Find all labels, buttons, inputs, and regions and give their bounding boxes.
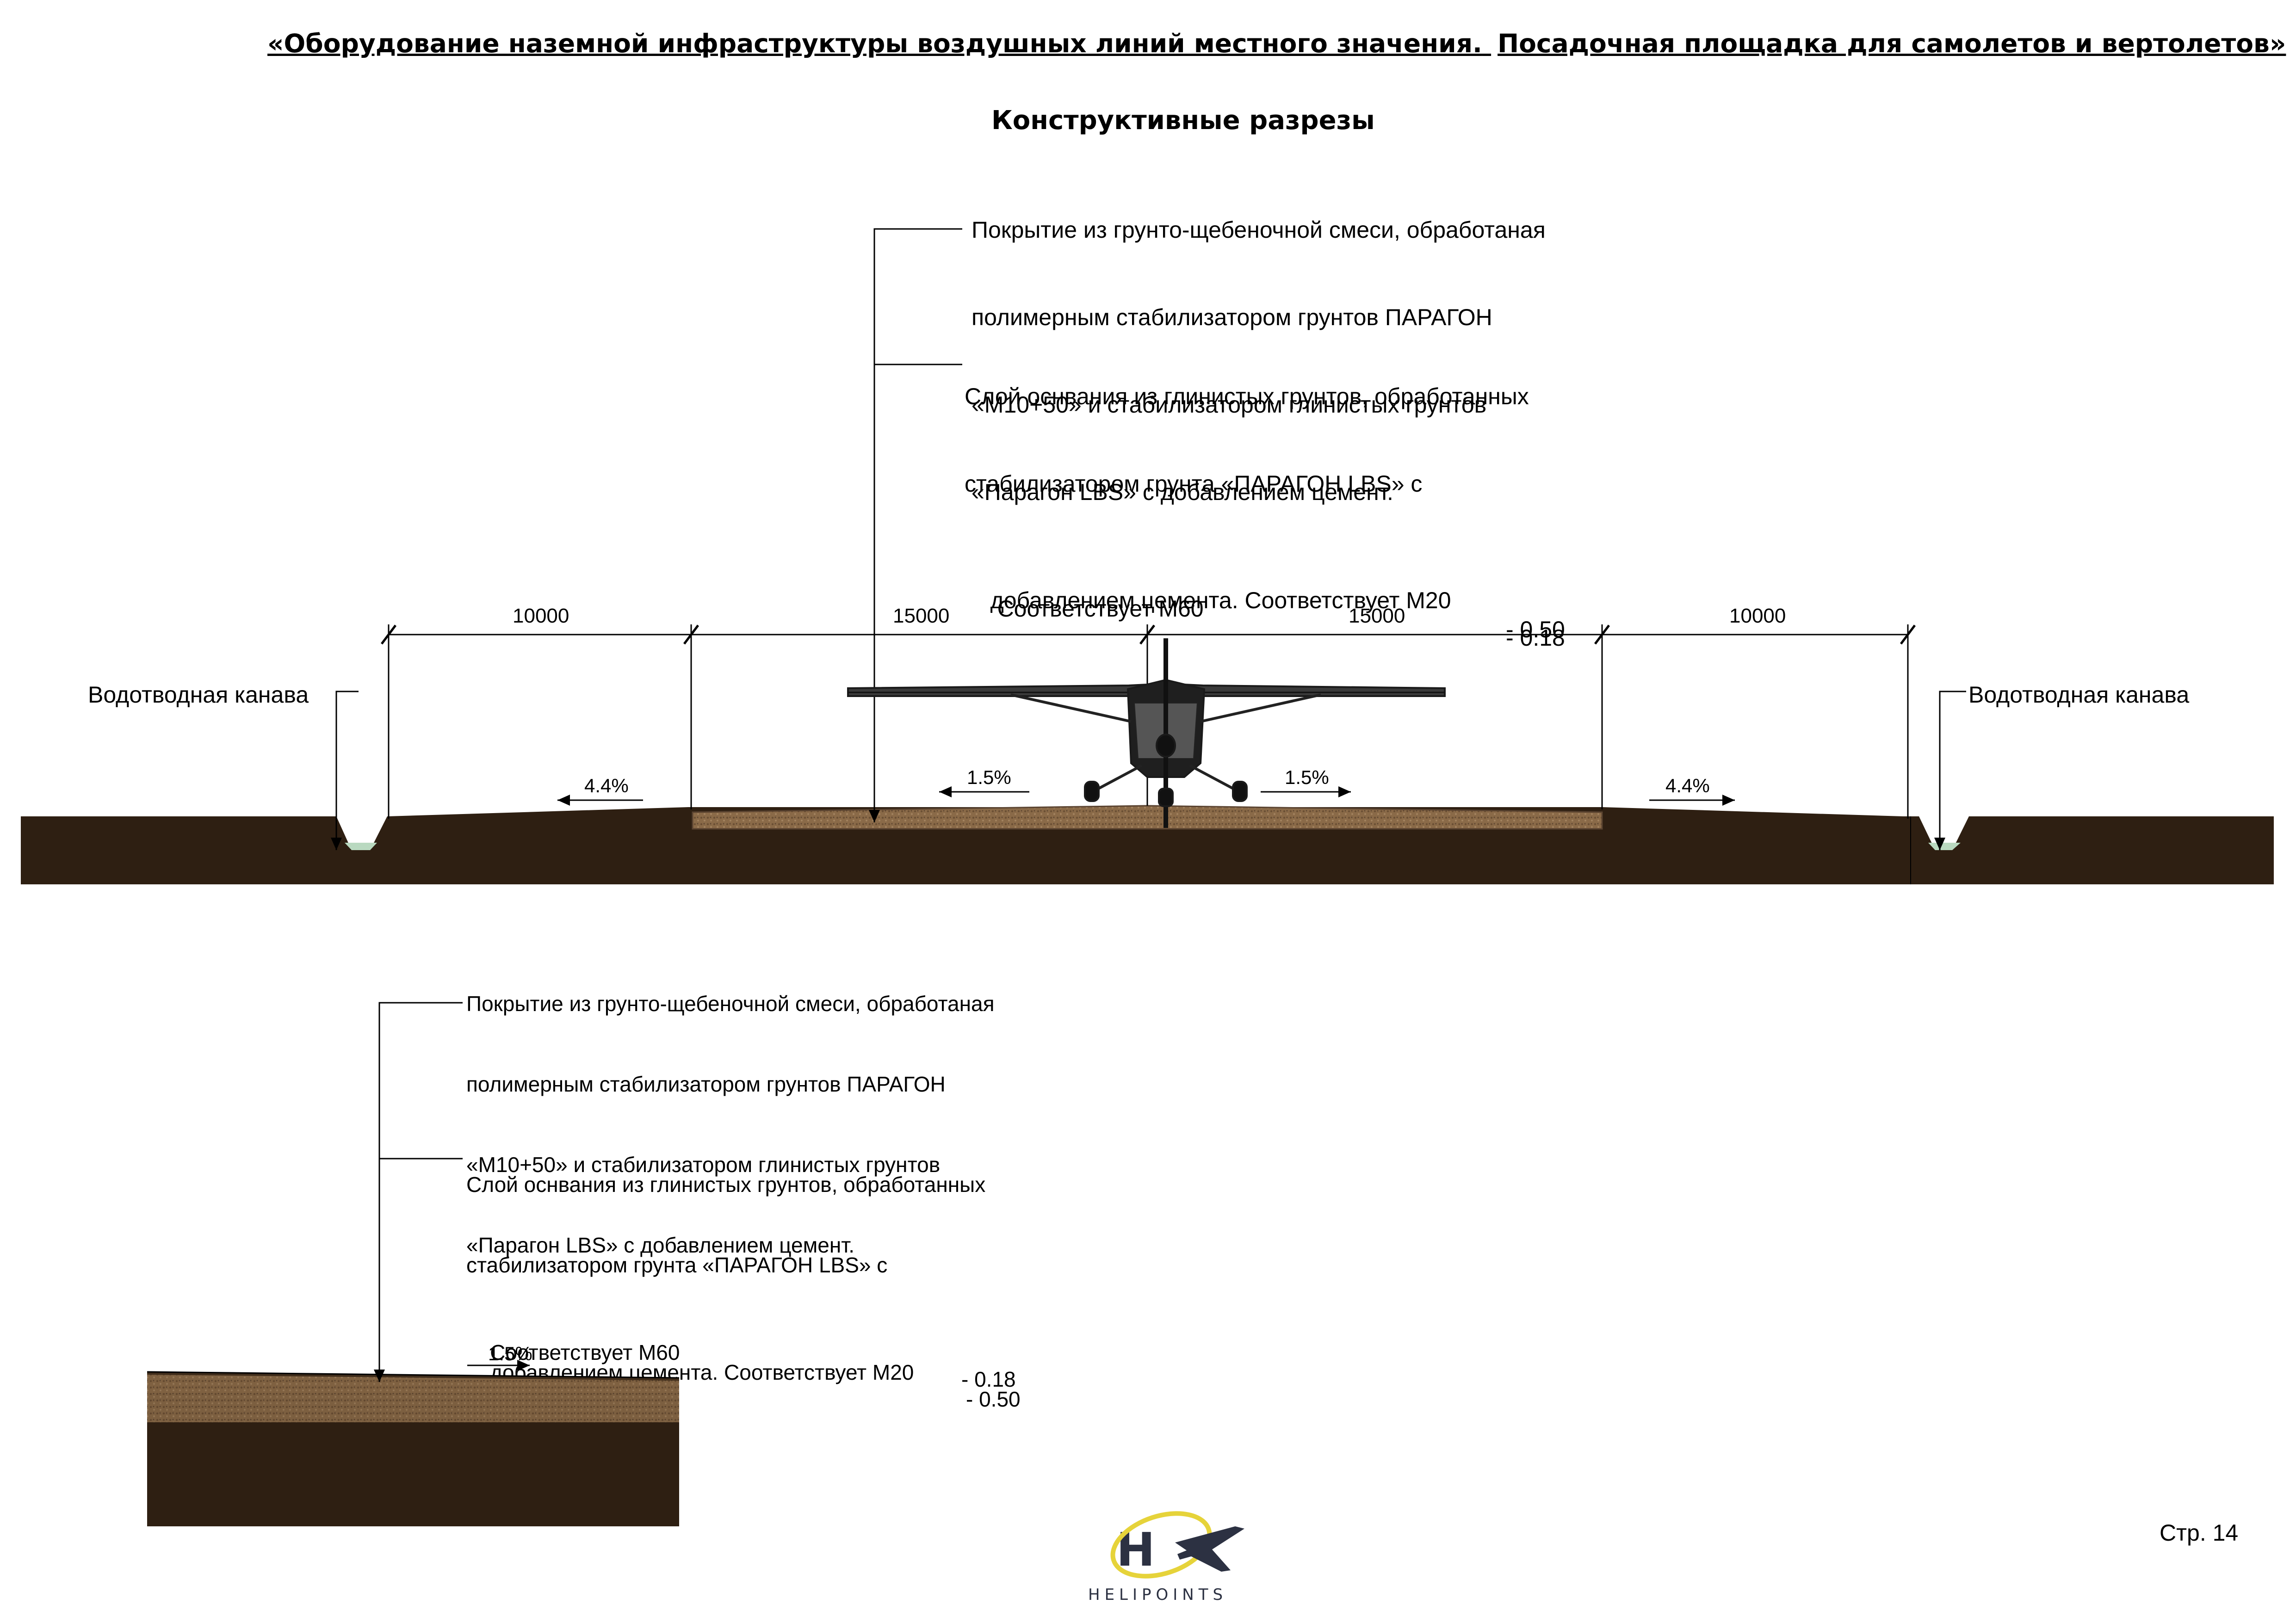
title-part-1: «Оборудование наземной инфраструктуры во… [267,29,1482,58]
detail-layer-base-line-1: Слой оснвания из глинистых грунтов, обра… [466,1173,986,1197]
runway-pavement [692,805,1603,830]
detail-layer-base-line-2: стабилизатором грунта «ПАРАГОН LBS» с [466,1253,888,1277]
detail-layer-top-thickness: - 0.18 [961,1367,1016,1391]
slope-arrows [557,786,1735,806]
layer-base-line-1: Слой оснвания из глинистых грунтов, обра… [965,383,1529,409]
ditch-leader-right [1934,691,1966,850]
title-part-2: Посадочная площадка для самолетов и верт… [1498,29,2286,58]
layer-top-line-4: «Парагон LBS» с добавлением цемент. [972,479,1393,505]
slope-label-left-shoulder: 4.4% [584,775,629,796]
layer-base-line-2: стабилизатором грунта «ПАРАГОН LBS» с [965,471,1423,497]
detail-layer-top-line-3: «М10+50» и стабилизатором глинистых грун… [466,1153,941,1177]
dimension-right-runway: 15000 [1349,605,1405,627]
slope-label-left-runway: 1.5% [967,766,1011,788]
slope-label-right-runway: 1.5% [1285,766,1329,788]
layer-top-thickness: - 0.18 [1506,625,1565,651]
dimension-right-shoulder: 10000 [1729,605,1786,627]
detail-layer-top-grade: Соответствует М60 [490,1340,680,1364]
layer-top-grade: Соответствует М60 [997,596,1204,622]
ditch-label-left: Водотводная канава [88,682,309,708]
layer-base-thickness: - 0.50 [1506,617,1565,642]
slope-label-right-shoulder: 4.4% [1665,775,1710,796]
detail-layer-top-note: Покрытие из грунто-щебеночной смеси, обр… [466,937,1016,1446]
layer-top-line-3: «М10+50» и стабилизатором глинистых грун… [972,392,1487,418]
helipoints-logo [1110,1511,1244,1579]
leader-lines-main [331,228,1966,850]
layer-top-line-1: Покрытие из грунто-щебеночной смеси, обр… [972,217,1546,243]
airplane-icon [1175,1526,1244,1572]
section-title: Конструктивные разрезы [991,105,1375,136]
detail-layer-top-line-1: Покрытие из грунто-щебеночной смеси, обр… [466,992,995,1016]
brand-name: HELIPOINTS [1088,1586,1228,1604]
layer-top-line-2: полимерным стабилизатором грунтов ПАРАГО… [972,304,1492,330]
cross-section-layer-top-note: Покрытие из грунто-щебеночной смеси, обр… [972,157,1565,711]
ditch-water-left [345,843,377,850]
logo-ring-icon [1110,1511,1212,1579]
detail-layer-top-line-2: полимерным стабилизатором грунтов ПАРАГО… [466,1072,946,1096]
detail-layer-base-thickness: - 0.50 [966,1387,1021,1411]
logo-letter: H [1116,1523,1155,1577]
cross-section-layer-base-note: Слой оснвания из глинистых грунтов, обра… [965,324,1565,703]
document-title: «Оборудование наземной инфраструктуры во… [267,29,2286,58]
dimension-left-runway: 15000 [893,605,950,627]
ditch-label-right: Водотводная канава [1968,682,2190,708]
layer-base-line-3: добавлением цемента. Соответствует М20 [990,587,1451,613]
dimension-left-shoulder: 10000 [513,605,569,627]
aircraft-front-view [847,638,1446,828]
ditch-leader-left [331,691,359,850]
detail-layer-top-line-4: «Парагон LBS» с добавлением цемент. [466,1233,854,1257]
detail-section-block [147,1371,680,1526]
page-number: Стр. 14 [2160,1520,2239,1546]
leader-lines-detail [374,1002,530,1382]
